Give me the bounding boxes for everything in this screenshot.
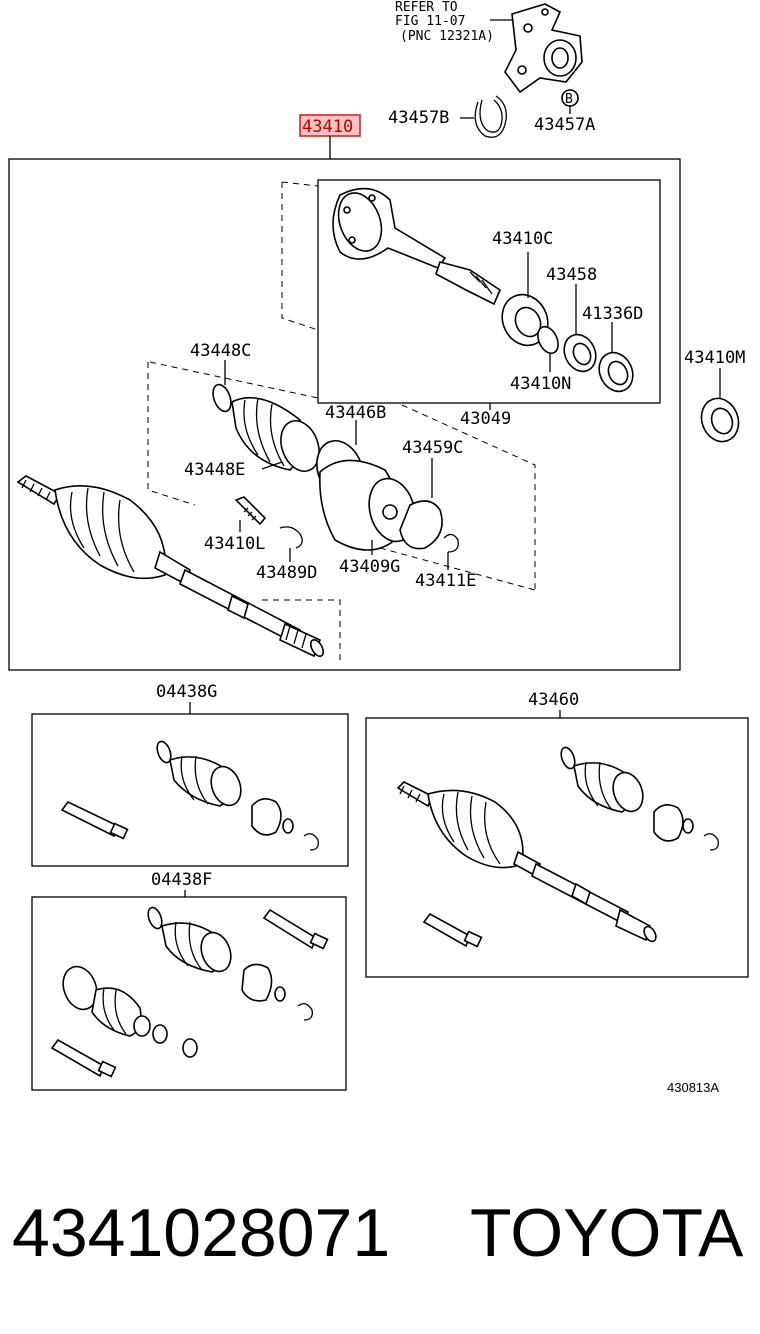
label-43458[interactable]: 43458 [546,265,597,285]
label-43049[interactable]: 43049 [460,409,511,429]
steering-knuckle-illustration [504,3,583,94]
exploded-view-guides [147,181,536,665]
label-43460[interactable]: 43460 [528,690,579,710]
label-43457A[interactable]: 43457A [534,115,595,135]
inner-boot-illustration [231,396,320,472]
callout-b-letter: B [565,92,573,107]
selected-part-label[interactable]: 43410 [302,117,353,137]
label-43448C[interactable]: 43448C [190,341,251,361]
label-43457B[interactable]: 43457B [388,108,449,128]
bearing-snap-ring-illustration [537,325,559,372]
inner-joint-housing-illustration [332,187,501,306]
label-43448E[interactable]: 43448E [184,460,245,480]
figure-code: 430813A [667,1080,719,1095]
label-04438G[interactable]: 04438G [156,682,217,702]
label-43410C[interactable]: 43410C [492,229,553,249]
reference-note: REFER TO FIG 11-07 (PNC 12321A) [395,0,512,44]
callout-b: B [561,89,579,114]
oil-seal-illustration [598,322,634,393]
label-43411E[interactable]: 43411E [415,571,476,591]
bolt-illustration [234,496,267,532]
label-43409G[interactable]: 43409G [339,557,400,577]
clip-illustration [279,526,303,562]
footer-part-number: 4341028071 [12,1195,390,1271]
boot-kit-04438G-frame [31,713,349,867]
label-43410L[interactable]: 43410L [204,534,265,554]
shaft-assembly-43460-illustration [396,746,719,948]
selected-part-callout[interactable]: 43410 [299,114,361,159]
label-43489D[interactable]: 43489D [256,563,317,583]
outer-seal-illustration [700,368,740,443]
tripod-snap-ring-illustration [399,458,443,550]
label-43446B[interactable]: 43446B [325,403,386,423]
boot-kit-04438F-illustration [50,906,329,1078]
boot-clamp-small-illustration [212,360,232,413]
inner-joint-subassembly-frame [317,179,661,404]
reference-line-1: REFER TO [395,0,458,15]
circlip-illustration [443,533,459,570]
label-43459C[interactable]: 43459C [402,438,463,458]
shaft-assembly-43460-frame [365,717,749,978]
label-41336D[interactable]: 41336D [582,304,643,324]
reference-line-2: FIG 11-07 [395,14,465,29]
bearing-illustration [501,252,549,347]
snap-ring-illustration [474,95,507,138]
main-assembly-frame [8,158,681,671]
label-43410N[interactable]: 43410N [510,374,571,394]
footer-brand: TOYOTA [470,1195,744,1271]
label-43410M[interactable]: 43410M [684,348,745,368]
ring-illustration [563,284,597,373]
label-04438F[interactable]: 04438F [151,870,212,890]
boot-kit-04438G-illustration [60,740,319,851]
reference-line-3: (PNC 12321A) [400,29,494,44]
drive-shaft-illustration [16,475,325,658]
boot-kit-04438F-frame [31,896,347,1091]
